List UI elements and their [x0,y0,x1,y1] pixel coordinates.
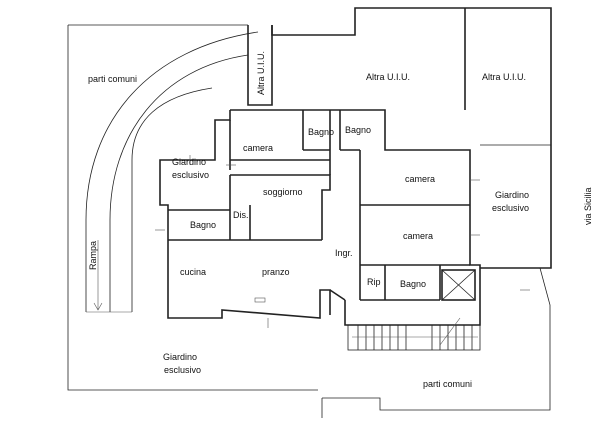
stairs [347,317,481,351]
label-giardino-left-1: Giardino [172,157,206,167]
label-bagno-top-2: Bagno [345,125,371,135]
label-bagno-left: Bagno [190,220,216,230]
window-marks [155,155,530,328]
label-giardino-bottom-1: Giardino [163,352,197,362]
label-giardino-left-2: esclusivo [172,170,209,180]
label-giardino-bottom-2: esclusivo [164,365,201,375]
label-ingr: Ingr. [335,248,353,258]
label-altra-uiu-right: Altra U.I.U. [482,72,526,82]
ramp [85,31,259,313]
label-camera-right-top: camera [405,174,435,184]
label-cucina: cucina [180,267,206,277]
outer-boundary [67,7,552,418]
label-dis: Dis. [233,210,249,220]
label-parti-comuni-bottom: parti comuni [423,379,472,389]
label-camera-left: camera [243,143,273,153]
label-altra-uiu-vertical: Altra U.I.U. [256,51,266,95]
label-rampa: Rampa [88,241,98,270]
label-camera-right-bottom: camera [403,231,433,241]
apartment-walls [159,109,481,326]
room-labels: parti comuni Altra U.I.U. Altra U.I.U. A… [88,51,593,389]
label-parti-comuni-top: parti comuni [88,74,137,84]
label-bagno-bottom: Bagno [400,279,426,289]
label-giardino-right-2: esclusivo [492,203,529,213]
label-soggiorno: soggiorno [263,187,303,197]
label-altra-uiu-center: Altra U.I.U. [366,72,410,82]
label-via-sicilia: via Sicilia [583,187,593,225]
label-pranzo: pranzo [262,267,290,277]
label-giardino-right-1: Giardino [495,190,529,200]
label-bagno-top-1: Bagno [308,127,334,137]
label-rip: Rip [367,277,381,287]
